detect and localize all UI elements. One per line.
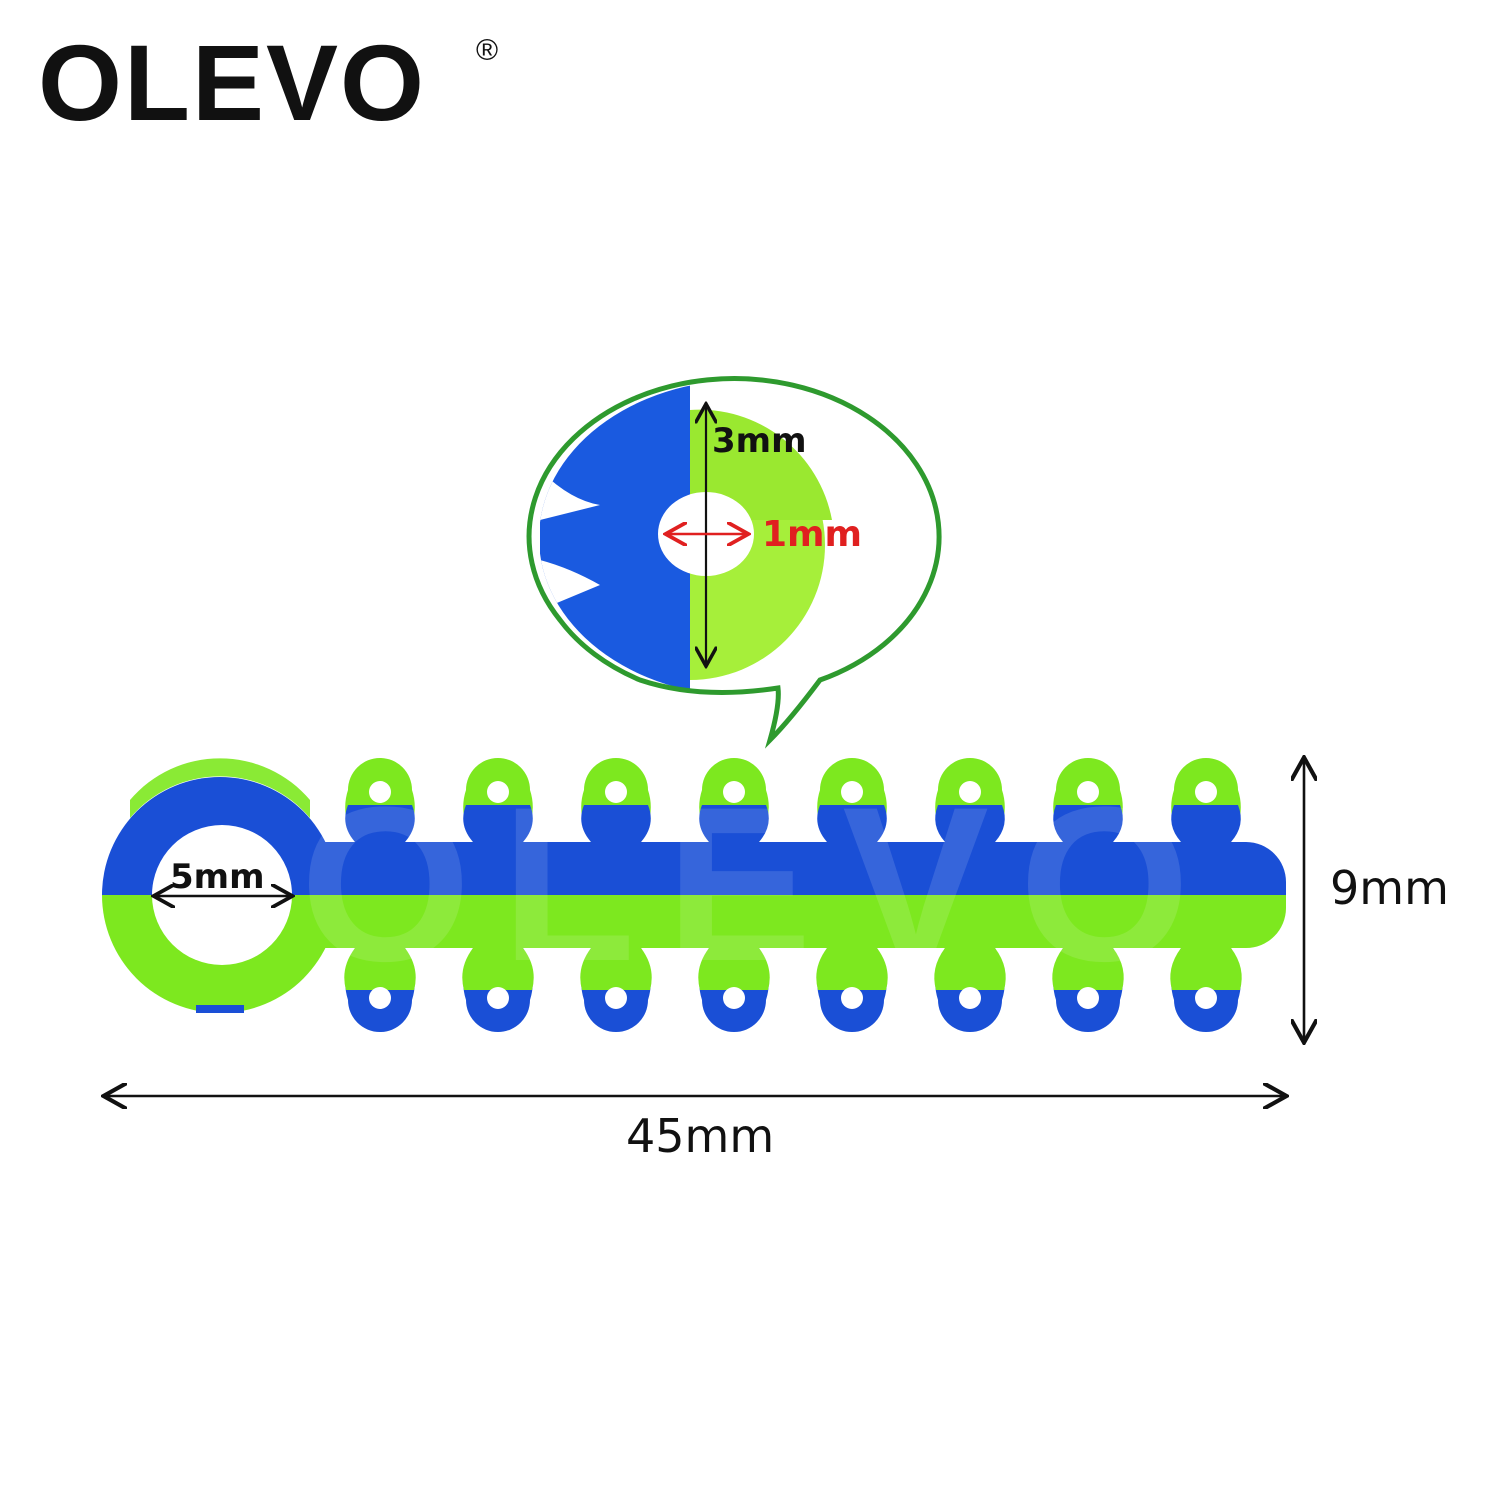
watermark-text: OLEVO <box>300 761 1220 1007</box>
label-total-height: 9mm <box>1330 861 1449 915</box>
top-loops <box>345 758 1241 842</box>
bottom-loops <box>344 948 1242 1032</box>
label-ring-width: 5mm <box>170 857 265 897</box>
brand-name: OLEVO <box>38 22 426 142</box>
label-hole-width: 1mm <box>762 514 862 555</box>
label-inner-height: 3mm <box>712 421 807 461</box>
registered-mark: ® <box>476 34 498 67</box>
brand-logo: OLEVO ® <box>38 22 498 142</box>
zoom-bubble: 3mm 1mm <box>526 376 949 749</box>
label-total-length: 45mm <box>626 1109 774 1163</box>
